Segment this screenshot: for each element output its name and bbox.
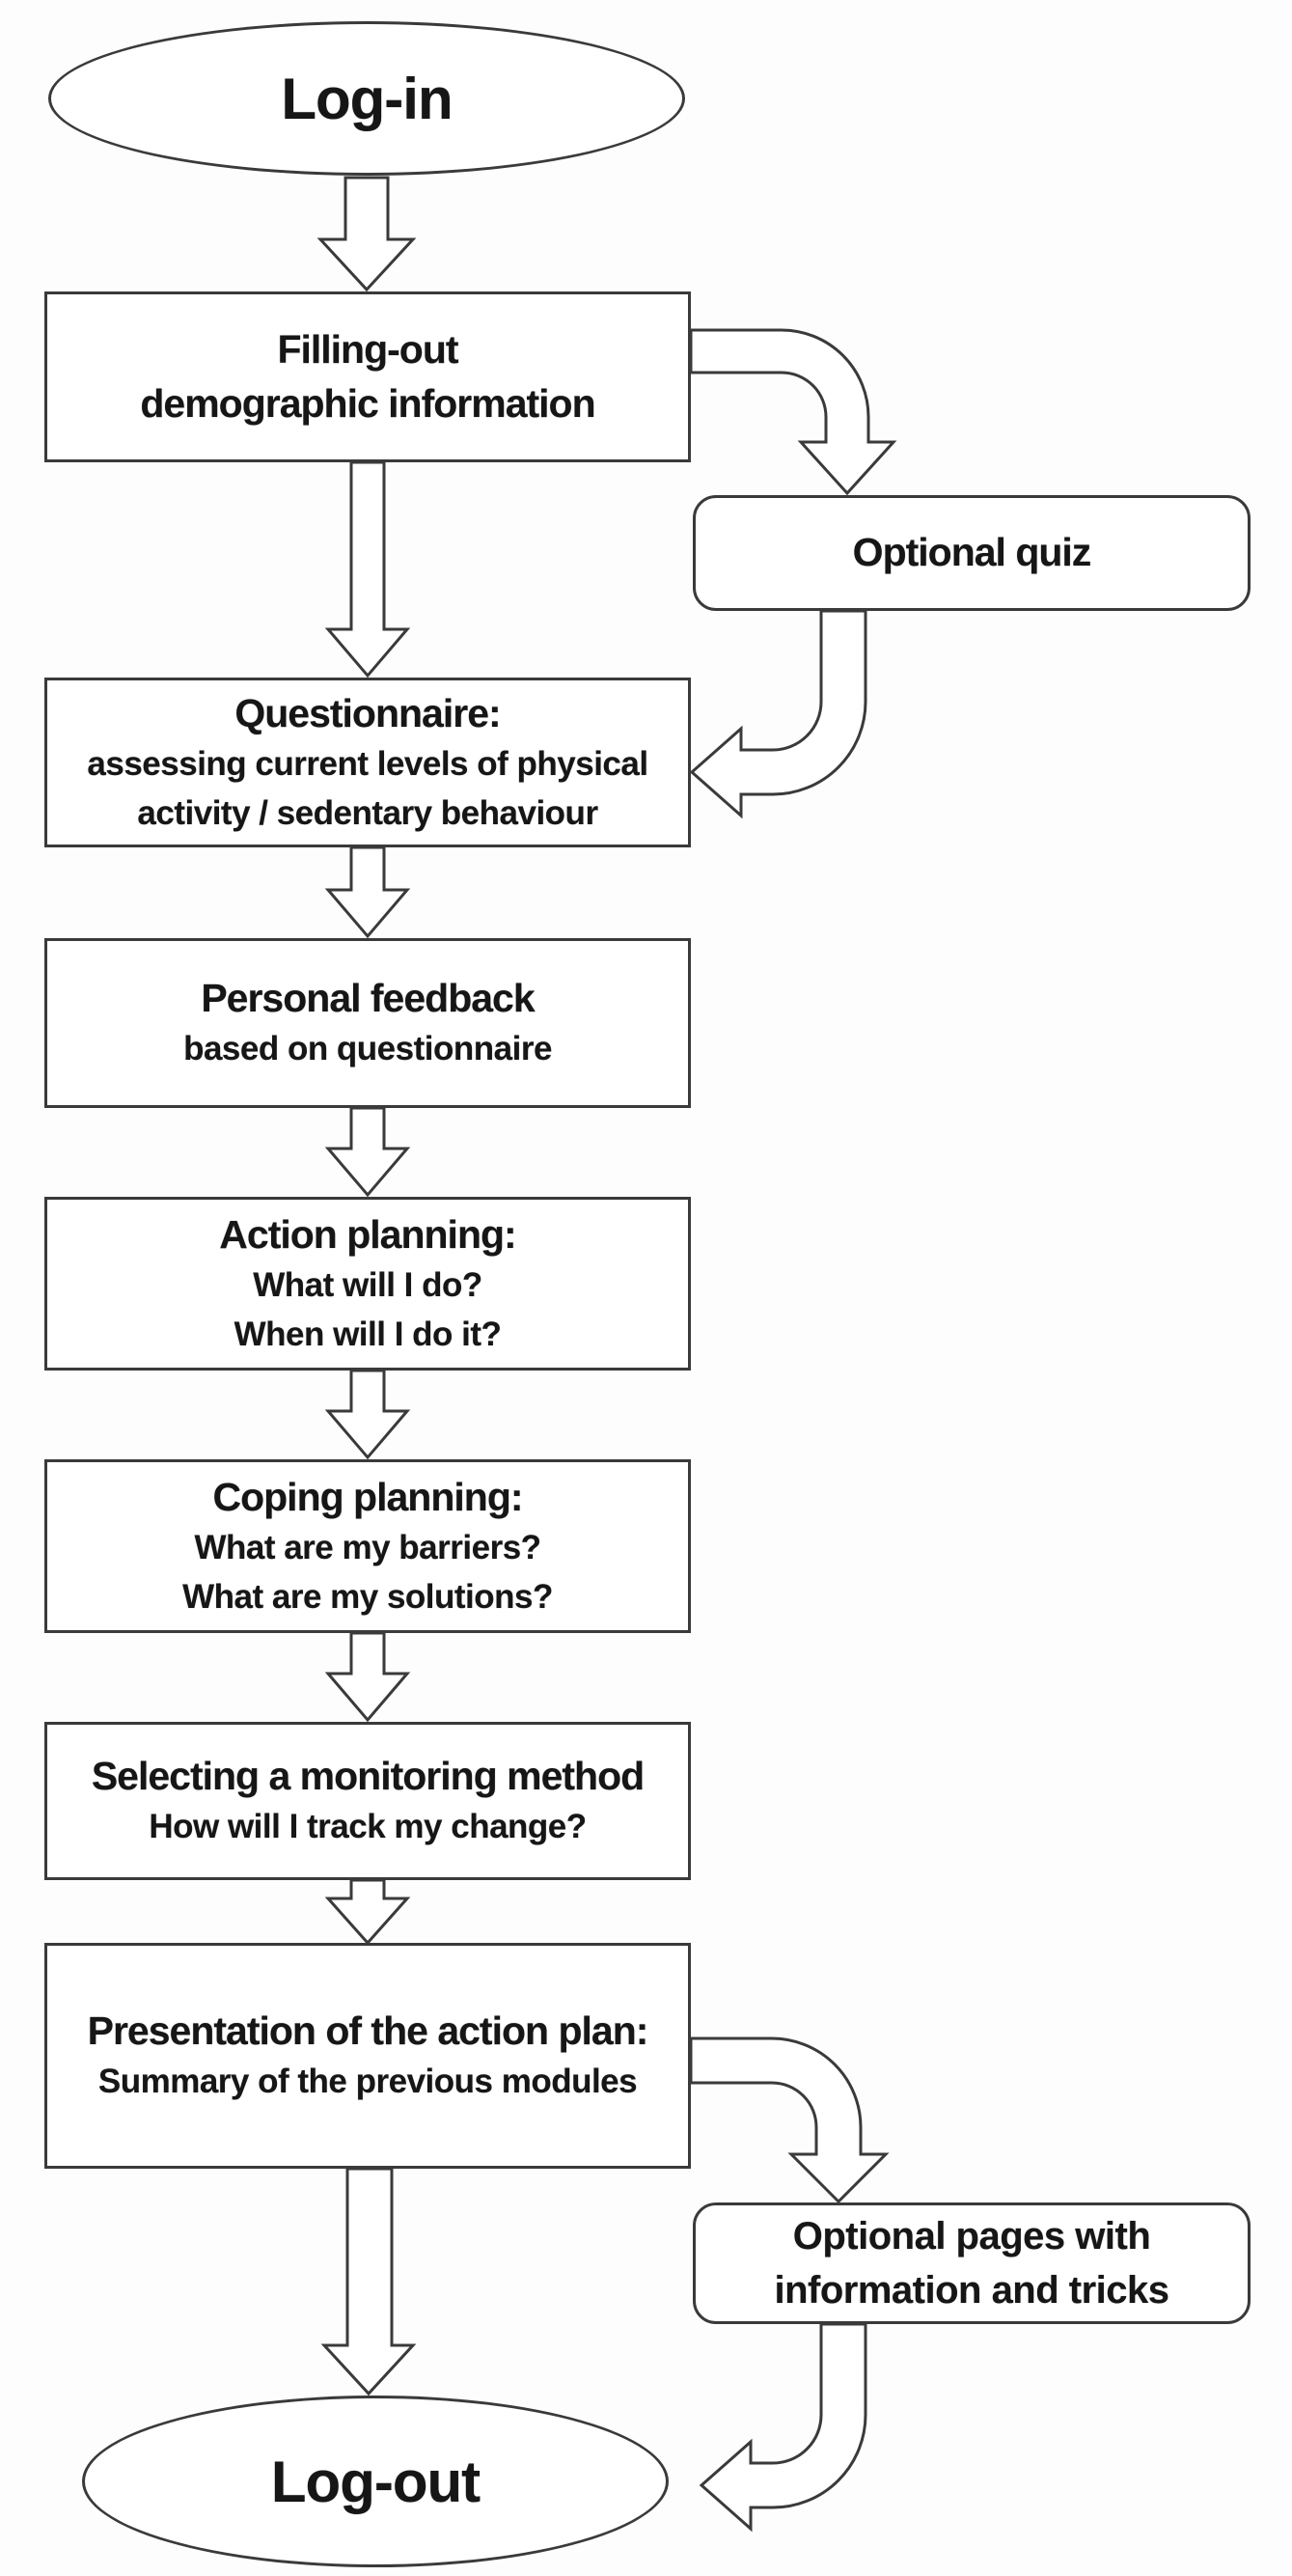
arrow-down-icon	[324, 1369, 411, 1460]
optional-pages-node: Optional pages with information and tric…	[693, 2202, 1251, 2324]
bent-arrow-right-down-icon	[689, 328, 897, 496]
arrow-down-icon	[324, 1631, 411, 1723]
demographics-line2: demographic information	[140, 380, 595, 426]
optional-quiz-node: Optional quiz	[693, 495, 1251, 611]
logout-label: Log-out	[270, 2449, 481, 2514]
questionnaire-line2: assessing current levels of physical	[87, 744, 648, 783]
questionnaire-line1: Questionnaire:	[234, 690, 501, 735]
personal-feedback-line1: Personal feedback	[201, 975, 535, 1020]
bent-arrow-down-left-icon	[689, 609, 867, 819]
coping-planning-line3: What are my solutions?	[182, 1577, 553, 1616]
optional-pages-line2: information and tricks	[774, 2269, 1169, 2312]
bent-arrow-right-down-icon	[689, 2036, 890, 2204]
questionnaire-line3: activity / sedentary behaviour	[137, 793, 598, 832]
optional-pages-line1: Optional pages with	[792, 2215, 1151, 2257]
arrow-down-icon	[316, 176, 417, 292]
login-node: Log-in	[48, 21, 685, 176]
login-label: Log-in	[281, 66, 453, 131]
monitoring-method-line1: Selecting a monitoring method	[91, 1753, 645, 1798]
arrow-down-icon	[320, 2167, 417, 2396]
arrow-down-icon	[324, 460, 411, 679]
personal-feedback-line2: based on questionnaire	[183, 1030, 552, 1068]
action-planning-line3: When will I do it?	[234, 1315, 502, 1353]
arrow-down-icon	[324, 1878, 411, 1946]
monitoring-method-line2: How will I track my change?	[149, 1808, 587, 1846]
action-plan-presentation-line1: Presentation of the action plan:	[87, 2008, 649, 2053]
personal-feedback-node: Personal feedback based on questionnaire	[44, 938, 691, 1108]
arrow-down-icon	[324, 1106, 411, 1198]
action-planning-node: Action planning: What will I do? When wi…	[44, 1197, 691, 1371]
action-planning-line1: Action planning:	[219, 1211, 516, 1257]
demographics-line1: Filling-out	[277, 327, 458, 373]
arrow-down-icon	[324, 845, 411, 939]
optional-quiz-label: Optional quiz	[852, 530, 1092, 575]
action-plan-presentation-line2: Summary of the previous modules	[97, 2063, 638, 2101]
coping-planning-line2: What are my barriers?	[194, 1528, 541, 1566]
coping-planning-node: Coping planning: What are my barriers? W…	[44, 1459, 691, 1633]
logout-node: Log-out	[82, 2396, 669, 2567]
action-plan-presentation-node: Presentation of the action plan: Summary…	[44, 1943, 691, 2169]
bent-arrow-down-left-icon	[699, 2322, 867, 2533]
coping-planning-line1: Coping planning:	[212, 1474, 523, 1519]
monitoring-method-node: Selecting a monitoring method How will I…	[44, 1722, 691, 1880]
questionnaire-node: Questionnaire: assessing current levels …	[44, 678, 691, 847]
action-planning-line2: What will I do?	[253, 1265, 482, 1304]
demographics-node: Filling-out demographic information	[44, 291, 691, 462]
